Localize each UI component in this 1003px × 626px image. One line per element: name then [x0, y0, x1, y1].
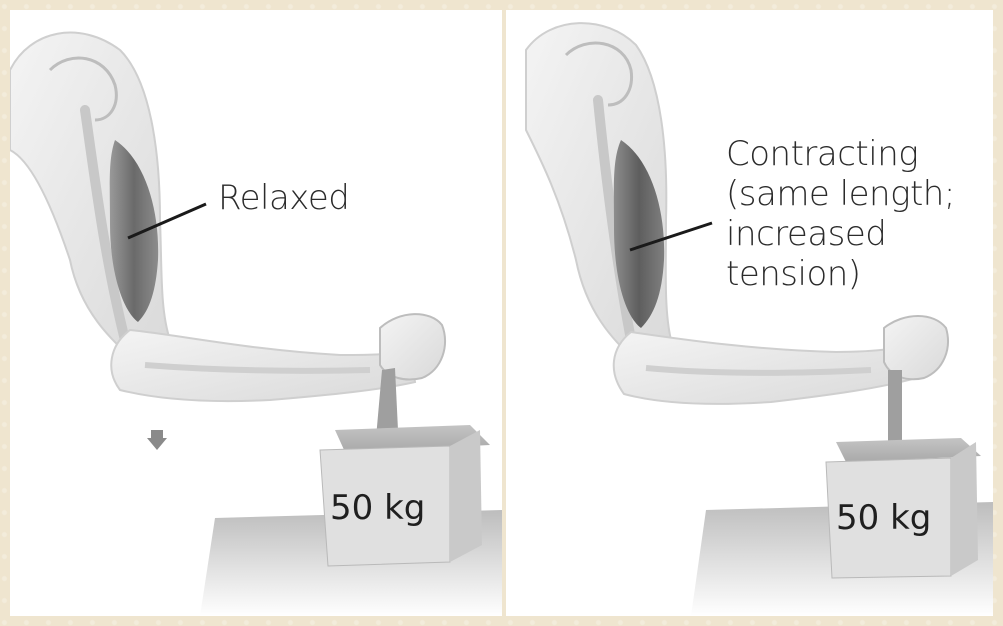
relaxed-illustration	[10, 10, 502, 616]
contracting-label-line-2: (same length;	[726, 174, 955, 214]
fist	[884, 316, 948, 379]
relaxed-label: Relaxed	[218, 178, 349, 218]
contracting-label-line-4: tension)	[726, 254, 861, 294]
weight-side	[951, 442, 978, 576]
contracting-label-line-3: increased	[726, 214, 886, 254]
weight-side	[450, 430, 482, 562]
down-arrow-icon	[147, 438, 167, 450]
relaxed-panel: Relaxed 50 kg	[10, 10, 502, 616]
contracting-panel: Contracting (same length; increased tens…	[506, 10, 993, 616]
contracting-label-line-1: Contracting	[726, 134, 918, 174]
weight-label-left: 50 kg	[330, 488, 425, 528]
weight-label-right: 50 kg	[836, 498, 931, 538]
